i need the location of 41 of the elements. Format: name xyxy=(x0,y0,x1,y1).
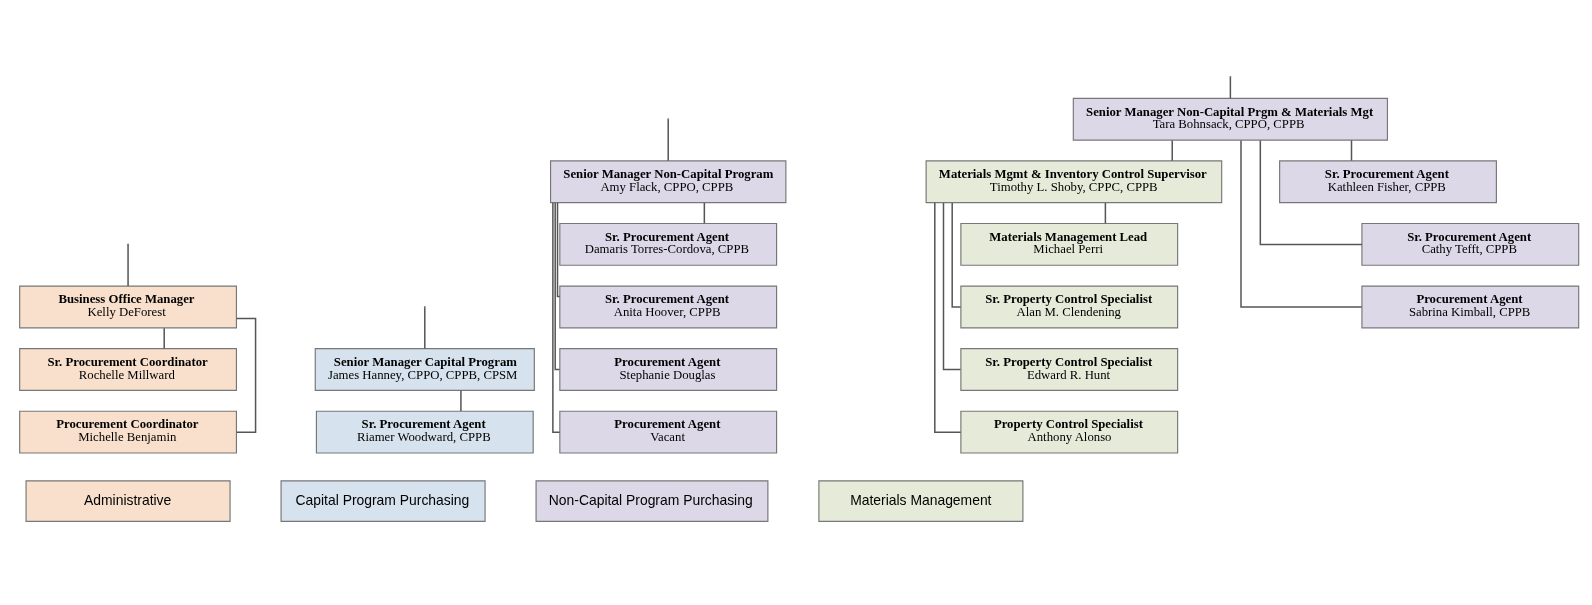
node-box: Business Office Manager Kelly DeForest xyxy=(19,285,237,329)
node-box: Property Control Specialist Anthony Alonso xyxy=(960,410,1179,454)
node-box: Sr. Property Control Specialist Edward R. Hunt xyxy=(960,348,1179,391)
connector xyxy=(552,201,561,433)
node-box: Senior Manager Capital Program James Hanney, CPPO, CPPB, CPSM xyxy=(314,348,535,391)
connector xyxy=(424,306,426,350)
node-box: Materials Management Lead Michael Perri xyxy=(960,222,1179,266)
node-box: Materials Mgmt & Inventory Control Supervisor Timothy L. Shoby, CPPC, CPPB xyxy=(925,160,1223,204)
node-box: Sr. Procurement Agent Damaris Torres-Cordova, CPPB xyxy=(559,222,778,266)
node-box: Sr. Procurement Agent Riamer Woodward, CPPB xyxy=(315,410,534,454)
connector xyxy=(1104,202,1107,224)
node-box: Procurement Agent Stephanie Douglas xyxy=(559,348,778,391)
node-box: Senior Manager Non-Capital Program Amy Flack, CPPO, CPPB xyxy=(549,160,787,204)
connector xyxy=(1259,139,1363,246)
connector xyxy=(703,202,706,224)
node-box: Procurement Agent Sabrina Kimball, CPPB xyxy=(1361,285,1580,329)
connector xyxy=(554,202,561,371)
connector xyxy=(1171,139,1173,162)
connector xyxy=(1240,139,1363,308)
connector xyxy=(163,327,165,350)
legend-label: Capital Program Purchasing xyxy=(295,492,470,509)
node-box: Sr. Procurement Coordinator Rochelle Millward xyxy=(19,348,237,391)
node-box: Procurement Agent Vacant xyxy=(559,410,778,454)
connector xyxy=(934,201,962,433)
node-box: Senior Manager Non-Capital Prgm & Materials Mgt Tara Bohnsack, CPPO, CPPB xyxy=(1072,97,1388,141)
legend-label: Administrative xyxy=(84,492,172,509)
connector xyxy=(942,202,962,371)
node-box: Sr. Procurement Agent Cathy Tefft, CPPB xyxy=(1361,222,1580,266)
connector xyxy=(127,244,129,287)
node-box: Sr. Procurement Agent Anita Hoover, CPPB xyxy=(559,285,778,329)
node-box: Sr. Procurement Agent Kathleen Fisher, CPPB xyxy=(1279,160,1497,204)
connector xyxy=(667,119,669,162)
connector xyxy=(556,202,561,298)
connector xyxy=(1229,76,1232,99)
connector xyxy=(460,390,462,412)
node-box: Procurement Coordinator Michelle Benjamin xyxy=(19,410,237,454)
legend-label: Non-Capital Program Purchasing xyxy=(548,492,753,509)
connector xyxy=(1350,139,1353,162)
legend-label: Materials Management xyxy=(850,492,992,509)
connector xyxy=(951,202,962,308)
node-box: Sr. Property Control Specialist Alan M. Clendening xyxy=(960,285,1179,329)
